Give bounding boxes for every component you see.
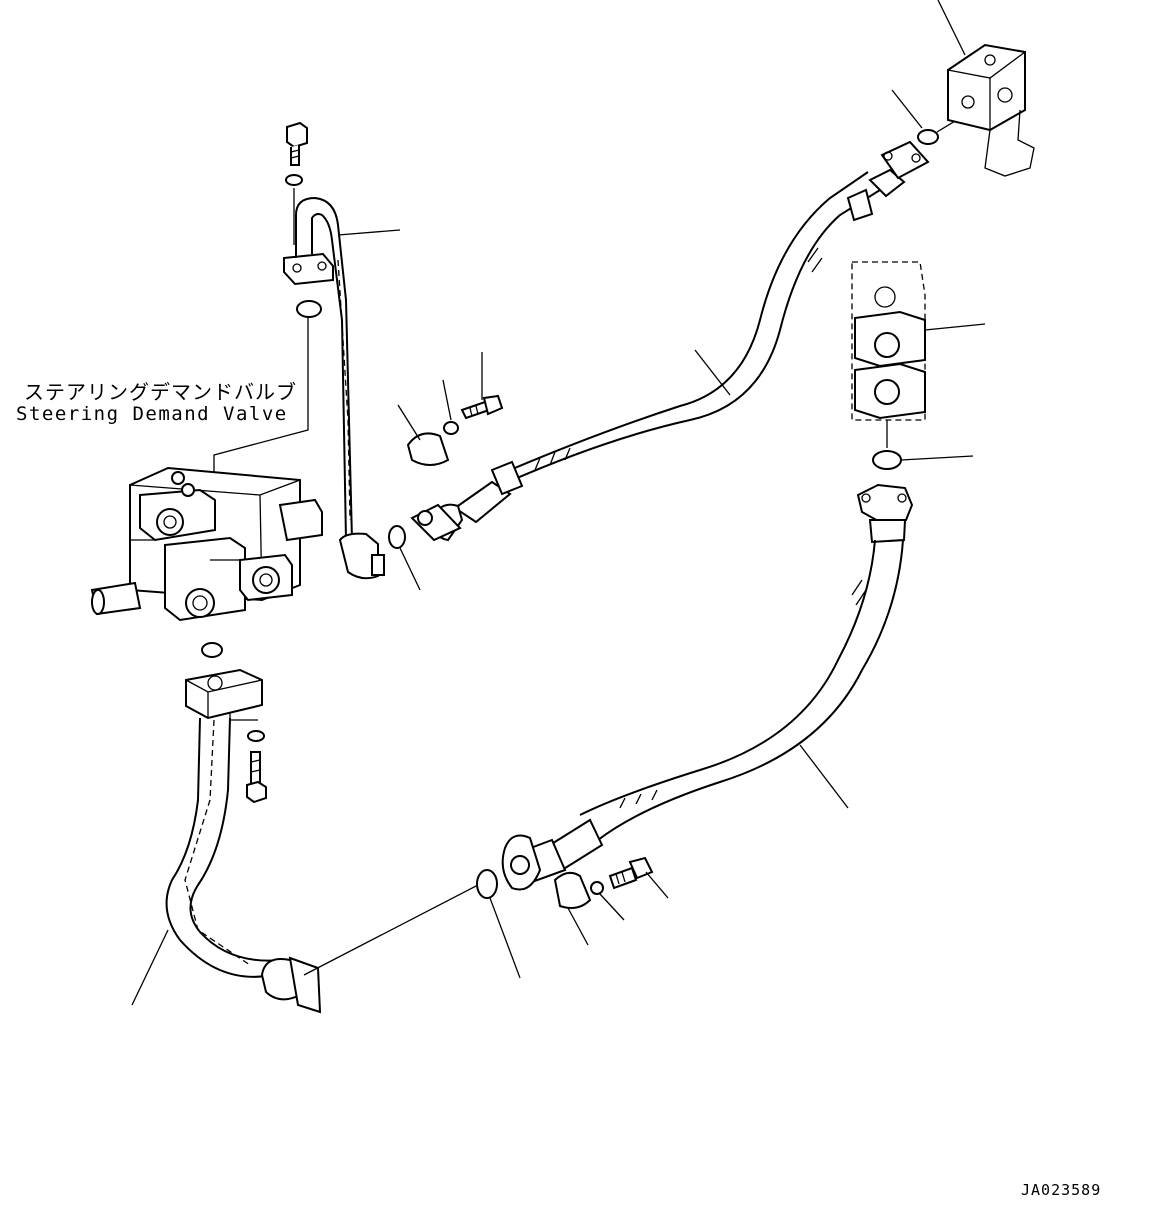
steering-demand-valve xyxy=(90,466,323,622)
lower-steel-pipe xyxy=(165,668,322,1014)
leader-upper-pipe xyxy=(337,229,401,236)
top-bolt xyxy=(286,121,308,166)
leader-lower-hose xyxy=(799,744,849,809)
upper-clamp-washer xyxy=(443,421,459,435)
lower-valve-oring xyxy=(201,642,223,658)
lower-hose xyxy=(501,483,914,891)
upper-split-flange xyxy=(406,432,450,466)
right-pump-block xyxy=(851,261,926,448)
lower-hose-oring xyxy=(476,869,498,899)
lower-bolt xyxy=(246,751,267,804)
right-block-oring xyxy=(872,450,902,470)
lower-clamp-bolt xyxy=(608,856,669,899)
lower-washer xyxy=(247,730,265,742)
leader-top-right-block xyxy=(937,0,966,56)
upper-hose xyxy=(410,140,930,542)
upper-clamp-bolt xyxy=(460,352,504,420)
top-right-oring xyxy=(917,129,939,145)
leader-upper-hose xyxy=(694,349,731,396)
drawing-number: JA023589 xyxy=(1021,1181,1102,1199)
upper-hose-oring xyxy=(388,525,406,549)
lower-clamp-washer xyxy=(590,881,604,895)
upper-steel-pipe xyxy=(283,196,385,580)
valve-name-english: Steering Demand Valve xyxy=(16,403,288,425)
top-washer xyxy=(285,174,303,186)
top-right-block xyxy=(947,43,1035,177)
lower-split-flange xyxy=(553,871,592,909)
leader-right-pump-block xyxy=(924,323,986,331)
upper-pipe-oring xyxy=(296,300,322,318)
leader-lower-pipe xyxy=(131,929,169,1006)
valve-name-japanese: ステアリングデマンドバルブ xyxy=(24,380,297,404)
